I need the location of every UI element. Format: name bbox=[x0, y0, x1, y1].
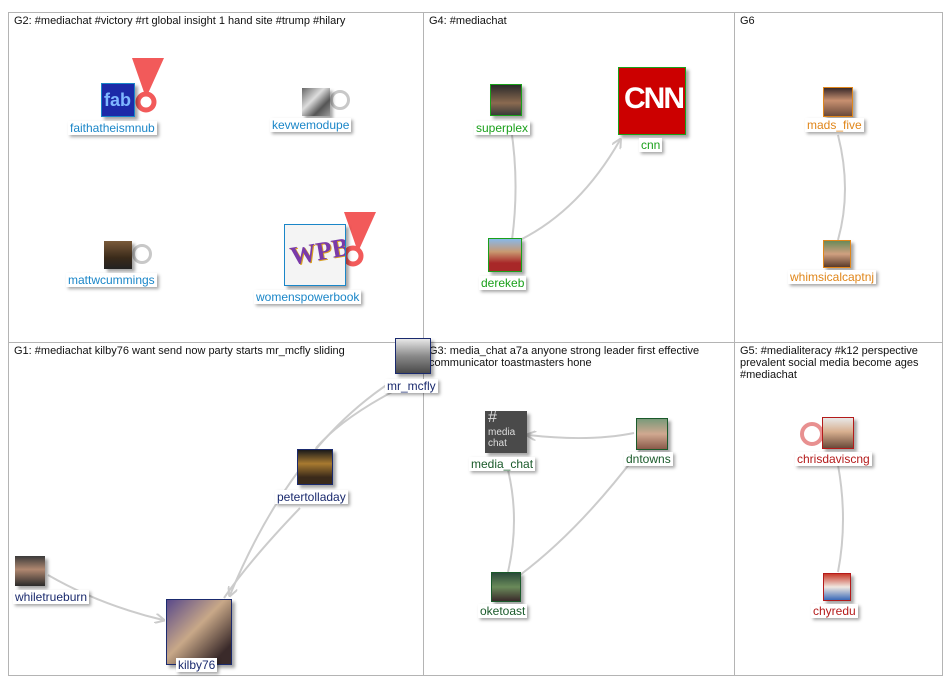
node-label: womenspowerbook bbox=[254, 290, 361, 304]
edge-derekeb-cnn bbox=[520, 140, 620, 240]
node-label: petertolladay bbox=[275, 490, 348, 504]
chrisdaviscng-avatar bbox=[822, 417, 854, 449]
node-label: mr_mcfly bbox=[385, 379, 438, 393]
node-label: oketoast bbox=[478, 604, 527, 618]
chyredu-avatar bbox=[823, 573, 851, 601]
petertolladay-avatar bbox=[297, 449, 333, 485]
self-loop-icon bbox=[800, 422, 824, 446]
oketoast-avatar bbox=[491, 572, 521, 602]
cnn-avatar: CNN bbox=[618, 67, 686, 135]
node-label: kilby76 bbox=[176, 658, 217, 672]
self-loop-icon bbox=[330, 90, 350, 110]
dntowns-avatar bbox=[636, 418, 668, 450]
node-label: superplex bbox=[474, 121, 530, 135]
wpb-logo-text: WPB bbox=[288, 232, 346, 272]
node-label: chyredu bbox=[811, 604, 858, 618]
node-label: media_chat bbox=[469, 457, 535, 471]
edge-chrisdaviscng-chyredu bbox=[838, 465, 843, 572]
mads_five-avatar bbox=[823, 87, 853, 117]
whimsicalcaptnj-avatar bbox=[823, 240, 851, 268]
edge-mads_five-whimsicalcaptnj bbox=[838, 135, 845, 240]
womenspowerbook-avatar: WPB bbox=[284, 224, 346, 286]
fab-logo-text: fab bbox=[104, 90, 131, 111]
node-label: dntowns bbox=[624, 452, 673, 466]
faithatheismnub-avatar: fab bbox=[101, 83, 135, 117]
mr_mcfly-avatar bbox=[395, 338, 431, 374]
node-label: faithatheismnub bbox=[68, 121, 157, 135]
superplex-avatar bbox=[490, 84, 522, 116]
hash-icon: # bbox=[488, 411, 497, 427]
media_chat-avatar: # media chat bbox=[485, 411, 527, 453]
edge-mr_mcfly-petertolladay bbox=[316, 392, 392, 448]
node-label: whimsicalcaptnj bbox=[788, 270, 876, 284]
edge-dntowns-oketoast bbox=[520, 450, 640, 575]
edge-media_chat-oketoast bbox=[508, 470, 514, 572]
node-label: cnn bbox=[639, 138, 662, 152]
chat-text: chat bbox=[488, 439, 507, 449]
cnn-logo-text: CNN bbox=[624, 82, 683, 116]
mattwcummings-avatar bbox=[104, 241, 132, 269]
edge-derekeb-superplex bbox=[510, 122, 516, 240]
node-label: chrisdaviscng bbox=[795, 452, 872, 466]
media-text: media bbox=[488, 428, 515, 438]
node-label: whiletrueburn bbox=[13, 590, 89, 604]
kevwemodupe-avatar bbox=[302, 88, 330, 116]
kilby76-avatar bbox=[166, 599, 232, 665]
edge-dntowns-media_chat bbox=[528, 433, 634, 438]
self-loop-icon bbox=[132, 244, 152, 264]
node-label: mattwcummings bbox=[66, 273, 157, 287]
whiletrueburn-avatar bbox=[15, 556, 45, 586]
node-label: derekeb bbox=[479, 276, 526, 290]
derekeb-avatar bbox=[488, 238, 522, 272]
node-label: mads_five bbox=[805, 118, 864, 132]
node-label: kevwemodupe bbox=[270, 118, 351, 132]
